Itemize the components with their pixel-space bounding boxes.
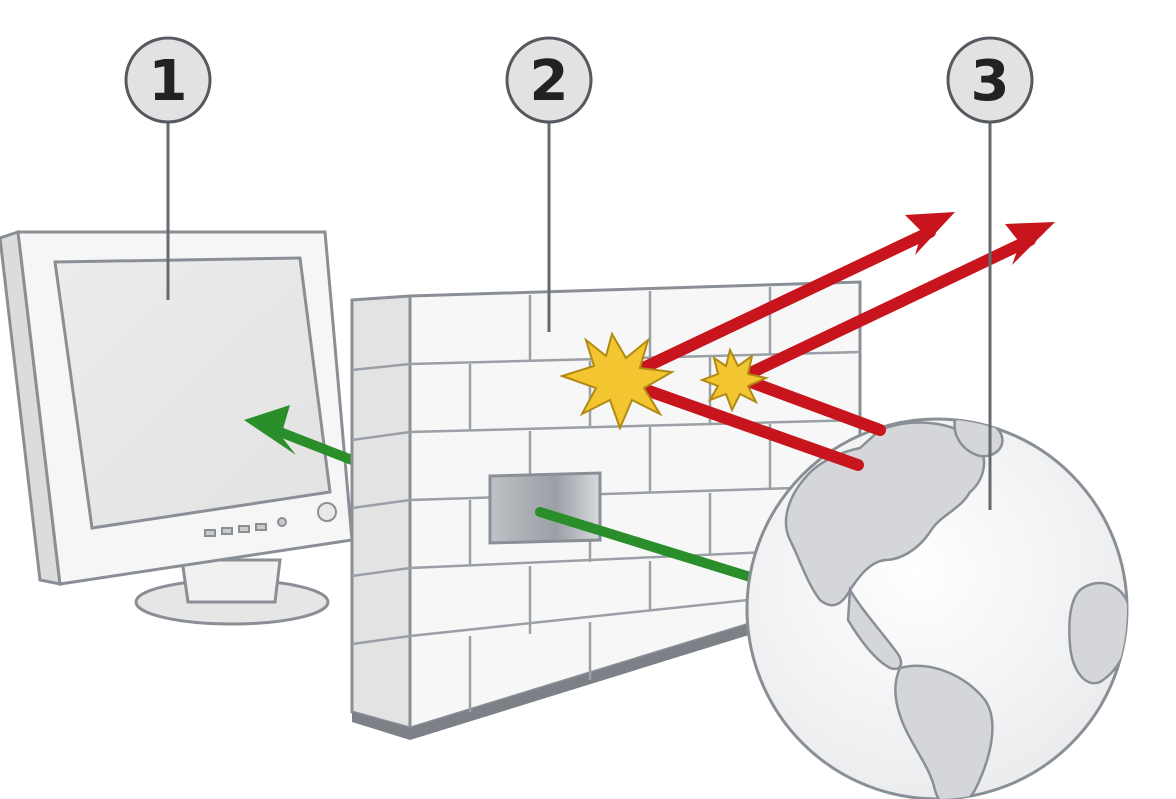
allowed-traffic-path [535,507,765,585]
callout-label-1: 1 [149,49,188,114]
impact-burst-small-icon [699,347,770,413]
globe-icon [745,417,1129,799]
impact-burst-icon [558,331,676,431]
allowed-traffic-arrow [244,405,357,465]
callout-internet: 3 [946,36,1034,510]
computer-monitor-icon [0,229,354,626]
callout-label-2: 2 [530,49,569,114]
callout-label-3: 3 [971,49,1010,114]
callout-firewall: 2 [505,36,593,332]
callout-computer: 1 [124,36,212,300]
